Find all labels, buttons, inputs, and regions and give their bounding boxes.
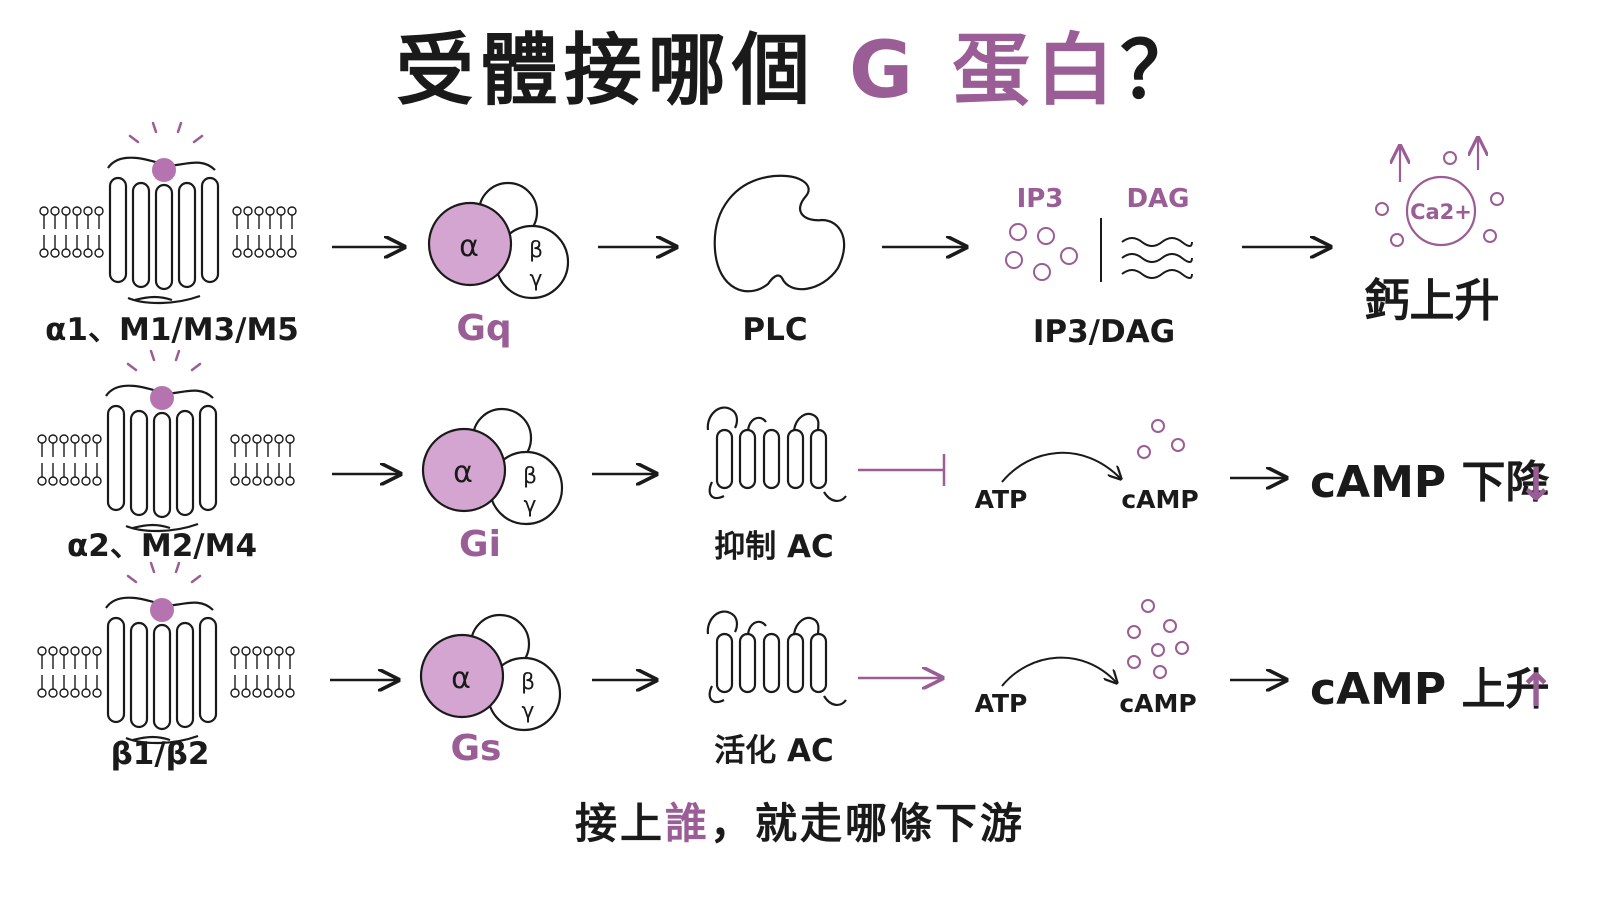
receptor-label: α2、M2/M4 <box>67 528 257 564</box>
receptor-icon <box>39 121 297 305</box>
alpha-subunit-label: α <box>453 455 473 490</box>
page-title: 受體接哪個 G 蛋白？ <box>0 32 1600 110</box>
footer-highlight: 誰 <box>664 799 710 848</box>
alpha-subunit-label: α <box>459 229 479 264</box>
messenger-label: IP3/DAG <box>1033 314 1175 350</box>
camp-label: cAMP <box>1121 485 1198 514</box>
beta-subunit-label: β <box>521 670 535 695</box>
atp-to-camp-icon <box>1001 419 1185 483</box>
receptor-icon <box>37 349 295 533</box>
footer-suffix: ，就走哪條下游 <box>710 799 1026 848</box>
inhibition-arrow-icon <box>858 454 946 486</box>
g-protein-icon: α β γ <box>419 613 562 732</box>
plc-enzyme-icon <box>713 174 846 293</box>
camp-label: cAMP <box>1119 689 1196 718</box>
g-protein-label: Gi <box>459 524 501 565</box>
g-protein-icon: α β γ <box>427 181 570 300</box>
effector-label: 抑制 AC <box>714 529 834 565</box>
alpha-subunit-label: α <box>451 661 471 696</box>
g-protein-icon: α β γ <box>421 407 564 526</box>
footer-caption: 接上誰，就走哪條下游 <box>0 803 1600 845</box>
atp-label: ATP <box>975 689 1028 718</box>
gamma-subunit-label: γ <box>529 267 542 292</box>
pathway-row-gi: α2、M2/M4 α β γ Gi 抑制 AC <box>37 349 1556 565</box>
result-label: 鈣上升 <box>1364 274 1499 327</box>
atp-to-camp-icon <box>1001 599 1189 687</box>
beta-subunit-label: β <box>523 464 537 489</box>
down-arrow-icon: ↓ <box>1517 457 1556 511</box>
result-label: cAMP 上升 <box>1310 664 1550 715</box>
title-highlight: G 蛋白 <box>848 26 1121 116</box>
pathway-row-gs: β1/β2 α β γ Gs 活化 AC <box>37 561 1556 772</box>
beta-subunit-label: β <box>529 238 543 263</box>
adenylyl-cyclase-icon <box>706 406 847 502</box>
effector-label: PLC <box>742 312 807 348</box>
calcium-ion-label: Ca2+ <box>1410 200 1472 224</box>
result-label: cAMP 下降 <box>1310 457 1550 508</box>
title-prefix: 受體接哪個 <box>395 26 816 116</box>
gamma-subunit-label: γ <box>521 699 534 724</box>
dag-label: DAG <box>1126 184 1189 214</box>
pathway-row-gq: α1、M1/M3/M5 α β γ Gq PLC IP3 DAG <box>39 121 1504 350</box>
atp-label: ATP <box>975 485 1028 514</box>
g-protein-label: Gs <box>451 728 502 769</box>
gamma-subunit-label: γ <box>523 493 536 518</box>
title-suffix: ？ <box>1120 26 1205 116</box>
ip3-label: IP3 <box>1017 184 1064 214</box>
up-arrow-icon: ↑ <box>1517 663 1556 717</box>
calcium-icon: Ca2+ <box>1375 138 1504 247</box>
g-protein-label: Gq <box>456 308 511 349</box>
ip3-dag-icon: IP3 DAG <box>1005 184 1193 282</box>
receptor-label: β1/β2 <box>111 736 210 772</box>
receptor-label: α1、M1/M3/M5 <box>45 312 299 348</box>
adenylyl-cyclase-icon <box>706 610 847 706</box>
effector-label: 活化 AC <box>714 733 834 769</box>
footer-prefix: 接上 <box>574 799 665 848</box>
receptor-icon <box>37 561 295 745</box>
